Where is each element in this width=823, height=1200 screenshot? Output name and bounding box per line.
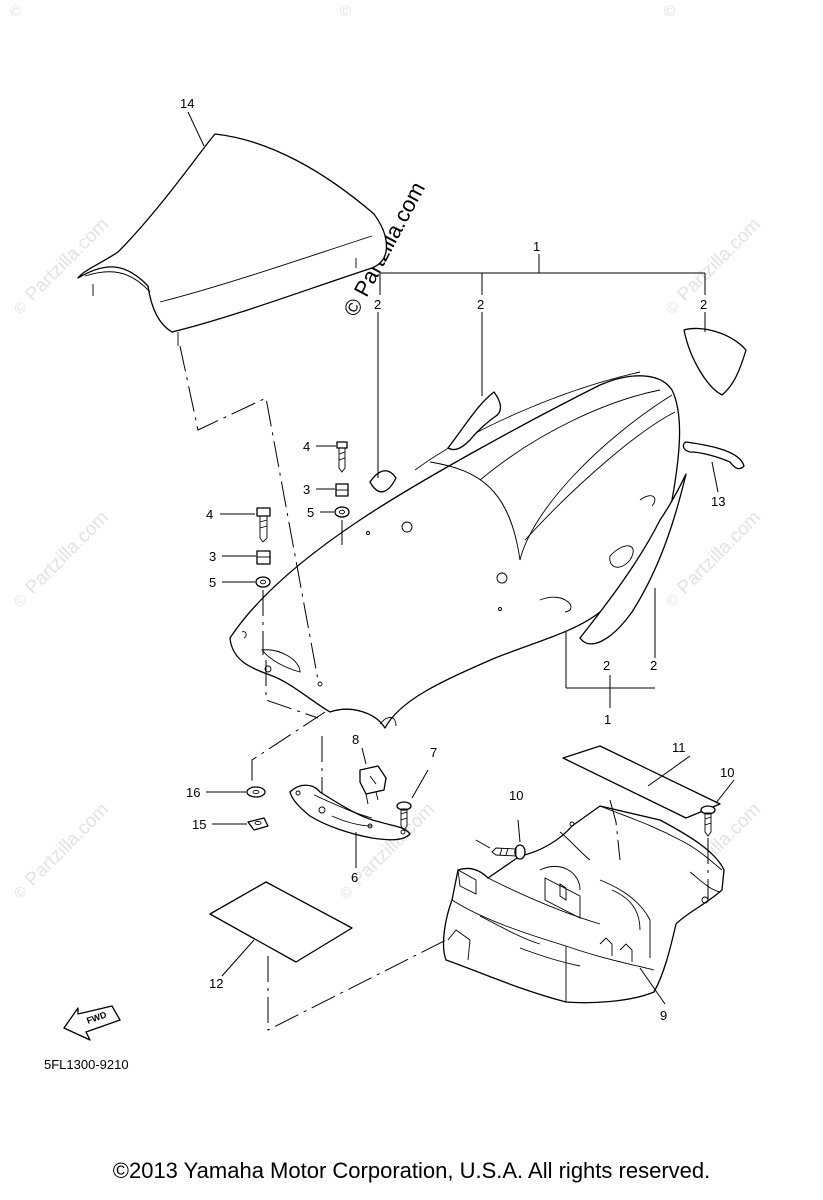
screw-part (396, 801, 412, 831)
leader-line (361, 747, 367, 765)
callout-7: 7 (430, 745, 437, 760)
callout-3: 3 (209, 549, 216, 564)
watermark-symbol: © (664, 3, 675, 20)
callout-2: 2 (650, 658, 657, 673)
screw-part (491, 844, 526, 860)
copyright-notice: ©2013 Yamaha Motor Corporation, U.S.A. A… (112, 1158, 711, 1183)
callout-2: 2 (477, 297, 484, 312)
watermark-symbol: © (340, 3, 351, 20)
callout-9: 9 (660, 1008, 667, 1023)
callout-12: 12 (209, 976, 223, 991)
diagram-code: 5FL1300-9210 (44, 1057, 129, 1072)
rear-cowl-part (229, 371, 681, 729)
pad-part (562, 745, 721, 819)
callout-10: 10 (720, 765, 734, 780)
callout-8: 8 (352, 732, 359, 747)
bolt-part (336, 441, 348, 473)
bolt-part (256, 507, 271, 543)
watermark-text: Partzilla.com (21, 214, 113, 306)
callout-3: 3 (303, 482, 310, 497)
grommet-part (256, 550, 271, 565)
leader-line (411, 769, 429, 799)
callout-15: 15 (192, 817, 206, 832)
washer-part (246, 786, 266, 798)
watermark-symbol: © (663, 298, 683, 318)
bracket-part (289, 784, 411, 841)
callout-5: 5 (307, 505, 314, 520)
watermark-text: Partzilla.com (673, 214, 765, 306)
screw-part (700, 805, 716, 837)
grab-strap-part (682, 441, 745, 470)
callout-bracket (565, 588, 656, 708)
callout-2: 2 (603, 658, 610, 673)
callout-bracket (377, 254, 706, 478)
callout-16: 16 (186, 785, 200, 800)
assembly-line (179, 345, 326, 800)
leader-line (711, 461, 719, 493)
callout-4: 4 (303, 439, 310, 454)
rider-seat-part (77, 133, 387, 346)
decal-part (369, 327, 747, 645)
pad-part (209, 881, 353, 963)
callout-6: 6 (351, 870, 358, 885)
watermark-symbol: © (11, 298, 31, 318)
leader-line (639, 967, 666, 1005)
leader-line (187, 111, 205, 147)
washer-part (334, 506, 350, 518)
callout-5: 5 (209, 575, 216, 590)
callout-14: 14 (180, 96, 194, 111)
callout-11: 11 (672, 740, 686, 755)
watermark-symbol: © (11, 591, 31, 611)
watermark-text: Partzilla.com (347, 799, 439, 891)
assembly-line (475, 839, 491, 849)
watermark-symbol: © (11, 883, 31, 903)
callout-4: 4 (206, 507, 213, 522)
watermark-text: Partzilla.com (21, 799, 113, 891)
leader-line (715, 779, 735, 804)
washer-part (255, 576, 271, 588)
assembly-line (267, 937, 451, 1031)
watermark-symbol: © (10, 3, 21, 20)
watermark-symbol: © (663, 591, 683, 611)
callout-1-bottom: 1 (604, 712, 611, 727)
callout-13: 13 (711, 494, 725, 509)
callout-2: 2 (700, 297, 707, 312)
clip-nut-part (359, 765, 387, 805)
nut-part (247, 817, 269, 831)
leader-line (647, 755, 691, 787)
watermark-text: Partzilla.com (21, 507, 113, 599)
watermark-symbol: © (337, 883, 357, 903)
fwd-arrow-icon: FWD (63, 1005, 121, 1041)
watermark-text: Partzilla.com (673, 507, 765, 599)
assembly-line (609, 799, 621, 861)
leader-line (517, 819, 521, 843)
callout-2: 2 (374, 297, 381, 312)
callout-10: 10 (509, 788, 523, 803)
leader-line (221, 939, 255, 977)
callout-1-top: 1 (533, 239, 540, 254)
battery-tray-part (442, 805, 725, 1004)
grommet-part (335, 483, 349, 497)
